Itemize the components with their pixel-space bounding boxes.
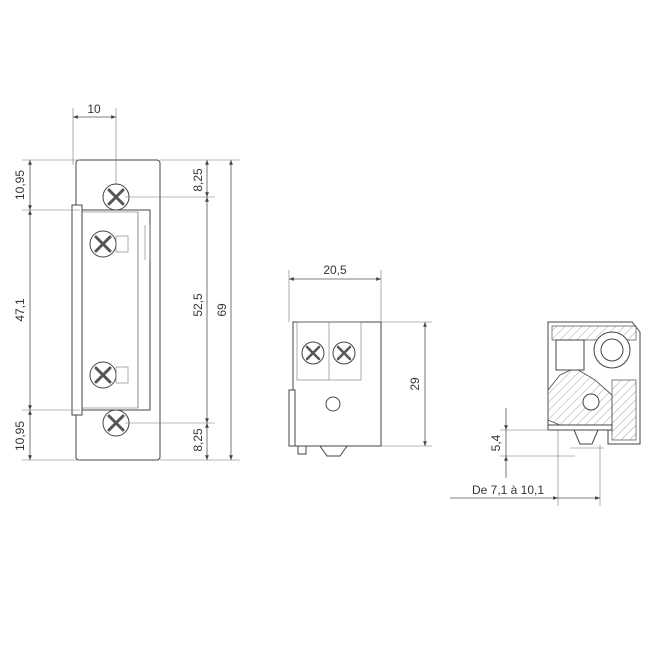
section-pin-icon: [582, 393, 600, 411]
section-screw-inner-icon: [600, 338, 624, 362]
section-foot: [573, 429, 599, 445]
side-view: 20,5 29: [288, 263, 432, 457]
dim-left-top: 10,95: [13, 170, 27, 200]
dim-right-top: 8,25: [191, 168, 205, 192]
front-view: 10 10,95 47,1 10,95 8,25 52,5 8,25 69: [13, 102, 240, 461]
terminal-screw-lower-icon: [89, 361, 129, 389]
dim-side-width: 20,5: [323, 263, 347, 277]
dim-side-height: 29: [408, 377, 422, 391]
terminal-left-icon: [301, 341, 325, 365]
section-view: 5,4 De 7,1 à 10,1: [450, 321, 641, 506]
dim-right-mid: 52,5: [191, 293, 205, 317]
dim-right-bottom: 8,25: [191, 428, 205, 452]
dim-top-width: 10: [87, 102, 101, 116]
dim-section-offset: 5,4: [489, 434, 503, 451]
dim-left-mid: 47,1: [13, 298, 27, 322]
side-strip: [71, 204, 83, 416]
terminal-screw-upper-icon: [89, 230, 129, 258]
dim-section-range: De 7,1 à 10,1: [472, 483, 544, 497]
screw-bottom-icon: [102, 409, 130, 437]
side-foot: [319, 445, 348, 457]
side-hole-icon: [325, 396, 341, 412]
dim-left-bottom: 10,95: [13, 421, 27, 451]
side-body: [292, 321, 382, 447]
terminal-right-icon: [332, 341, 356, 365]
dim-total: 69: [215, 303, 229, 317]
